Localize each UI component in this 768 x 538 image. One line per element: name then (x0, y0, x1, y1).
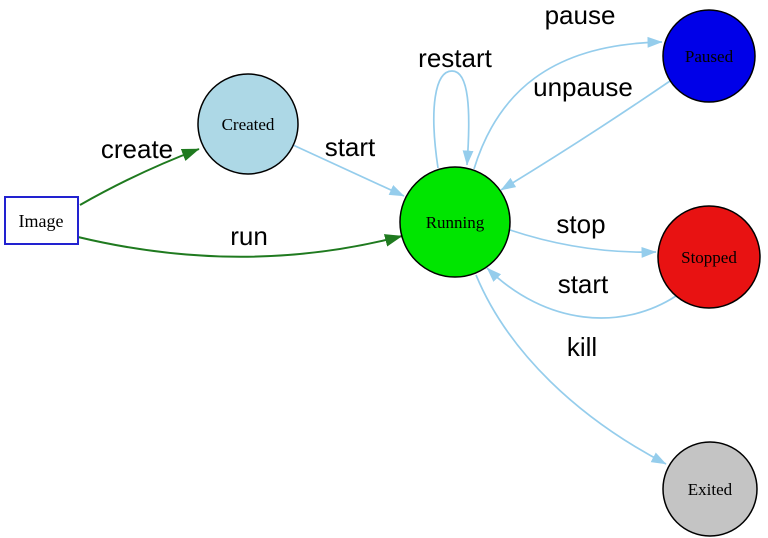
node-exited: Exited (662, 441, 758, 537)
node-label-created: Created (222, 115, 275, 134)
node-stopped-circle (657, 205, 761, 309)
edge-label-kill: kill (567, 332, 597, 362)
node-paused: Paused (662, 9, 756, 103)
edge-start-created-running-arrow (292, 144, 405, 197)
node-image: Image (4, 196, 79, 245)
edge-label-unpause: unpause (533, 72, 633, 102)
node-running-circle (399, 166, 511, 278)
edges-group (77, 36, 677, 465)
edge-label-stop: stop (556, 209, 605, 239)
nodes-group: Image Created Running Paused Stopped Exi (4, 9, 761, 537)
edge-unpause-arrow (500, 80, 671, 191)
node-label-running: Running (426, 213, 485, 232)
node-stopped: Stopped (657, 205, 761, 309)
edge-label-pause: pause (545, 0, 616, 30)
edge-create-arrow (79, 148, 200, 206)
node-label-exited: Exited (688, 480, 733, 499)
edge-start-stopped-running-arrow (486, 267, 677, 319)
edge-label-create: create (101, 134, 173, 164)
node-created-circle (197, 73, 299, 175)
node-label-image: Image (19, 211, 64, 231)
edge-label-run: run (230, 221, 268, 251)
edge-restart-self-loop-arrow (433, 70, 474, 169)
node-image-box (4, 196, 79, 245)
edge-stop-arrow (509, 229, 657, 258)
edge-pause-arrow (473, 36, 663, 170)
node-paused-circle (662, 9, 756, 103)
edge-kill-arrow (475, 274, 667, 465)
node-exited-circle (662, 441, 758, 537)
edge-label-start-stopped-running: start (558, 269, 609, 299)
edge-run-arrow (77, 234, 403, 258)
node-created: Created (197, 73, 299, 175)
node-label-stopped: Stopped (681, 248, 737, 267)
edge-labels-group: create run start restart pause unpause s… (101, 0, 633, 362)
node-label-paused: Paused (685, 47, 734, 66)
edge-label-start-created-running: start (325, 132, 376, 162)
edge-label-restart: restart (418, 43, 492, 73)
node-running: Running (399, 166, 511, 278)
